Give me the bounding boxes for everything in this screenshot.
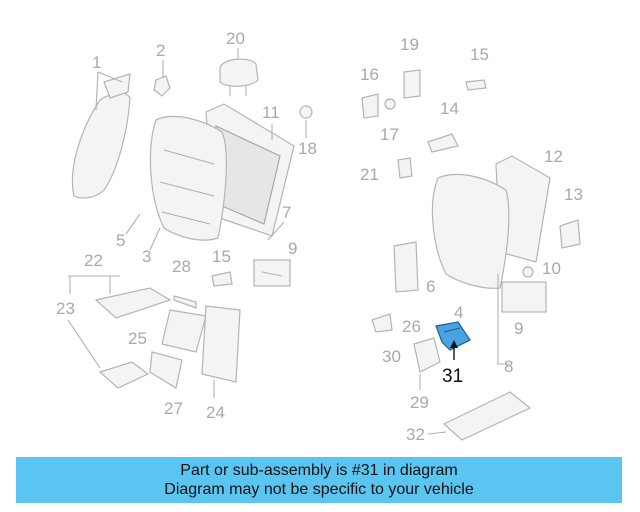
callout-32: 32	[406, 425, 425, 444]
callout-7: 7	[282, 203, 291, 222]
part-26-clip	[371, 313, 393, 333]
callout-20: 20	[226, 29, 245, 48]
callout-3: 3	[142, 247, 151, 266]
part-14-hinge	[427, 133, 459, 153]
callout-21: 21	[360, 165, 379, 184]
callout-12: 12	[544, 147, 563, 166]
part-1-side-trim	[71, 73, 131, 199]
callout-24: 24	[206, 403, 225, 422]
callout-15b: 15	[470, 45, 489, 64]
part-24-frame	[201, 305, 241, 383]
part-16-bracket	[361, 93, 379, 119]
part-17-screw	[384, 98, 396, 110]
part-25-panel	[161, 309, 207, 353]
part-26-panel	[393, 241, 419, 293]
callout-2: 2	[156, 41, 165, 60]
callout-28: 28	[172, 257, 191, 276]
part-18-nut	[299, 105, 313, 119]
leader-23	[67, 319, 101, 369]
part-28-strip	[173, 295, 197, 309]
part-31-highlighted	[435, 321, 471, 351]
part-13-cover	[559, 219, 581, 249]
leader-32	[427, 431, 447, 435]
callout-6: 6	[426, 277, 435, 296]
part-15b-pin	[465, 79, 487, 91]
banner-line-1: Part or sub-assembly is #31 in diagram	[180, 462, 458, 479]
callout-9b: 9	[514, 319, 523, 338]
callout-25: 25	[128, 329, 147, 348]
leader-7	[267, 221, 285, 241]
part-3-back-cushion	[149, 115, 227, 241]
part-27-trim	[149, 351, 183, 389]
leader-5	[125, 213, 141, 235]
part-23-bracket	[98, 361, 150, 389]
part-10-bolt	[522, 266, 534, 278]
callout-22: 22	[84, 251, 103, 270]
callout-9a: 9	[288, 239, 297, 258]
callout-16: 16	[360, 65, 379, 84]
part-21-bushing	[397, 157, 413, 179]
callout-15a: 15	[212, 247, 231, 266]
callout-10: 10	[542, 259, 561, 278]
part-15-pin	[211, 271, 233, 287]
arrow-31	[450, 340, 458, 348]
part-30-bracket	[413, 337, 441, 373]
part-9-bolt-box	[253, 259, 291, 287]
part-9-bolt	[261, 271, 283, 277]
callout-29: 29	[410, 393, 429, 412]
part-22-cushion	[94, 287, 172, 319]
part-20-headrest	[219, 58, 259, 96]
callout-19: 19	[400, 35, 419, 54]
callout-30: 30	[382, 347, 401, 366]
callout-17: 17	[380, 125, 399, 144]
callout-18: 18	[298, 139, 317, 158]
callout-14: 14	[440, 99, 459, 118]
part-32-cover	[442, 391, 532, 441]
leader-8	[497, 274, 510, 365]
callout-5: 5	[116, 231, 125, 250]
leader-3	[149, 227, 161, 251]
callout-8: 8	[504, 357, 513, 376]
callout-31: 31	[442, 366, 463, 387]
info-banner: Part or sub-assembly is #31 in diagram D…	[16, 457, 622, 503]
callout-27: 27	[164, 399, 183, 418]
leader-1	[95, 71, 123, 111]
callout-26: 26	[402, 317, 421, 336]
part-4-cushion	[431, 173, 510, 289]
callout-11: 11	[262, 103, 280, 122]
callout-1: 1	[92, 53, 101, 72]
callout-4: 4	[454, 303, 463, 322]
leader-22	[68, 275, 120, 294]
callout-13: 13	[564, 185, 583, 204]
part-19-latch	[403, 69, 421, 99]
part-9b-bolt-box	[501, 281, 547, 313]
part-2-clip	[153, 75, 171, 97]
banner-line-2: Diagram may not be specific to your vehi…	[164, 481, 474, 498]
parts-diagram: 1 2 20 11 18 3 5 7 9 15 22 23 2	[56, 29, 583, 444]
callout-23: 23	[56, 299, 75, 318]
